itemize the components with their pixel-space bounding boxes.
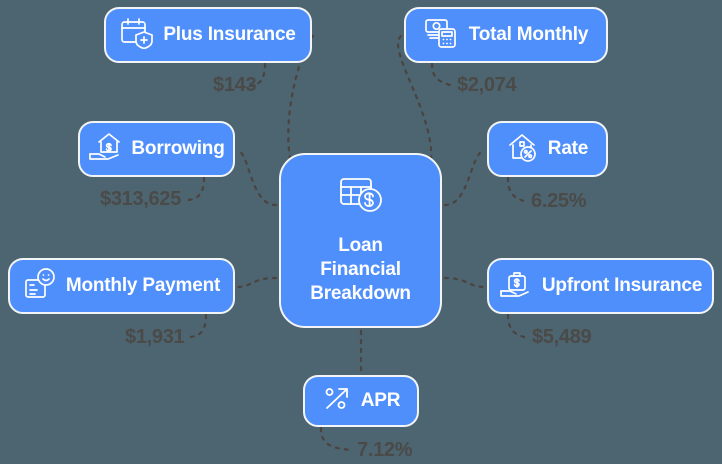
node-borrowing-label: Borrowing [131, 138, 225, 160]
house-percent-icon [507, 131, 539, 168]
node-monthly-payment-label: Monthly Payment [65, 275, 221, 297]
connector-center-upfront-insurance [443, 276, 487, 289]
value-monthly-payment: $1,931 [125, 326, 185, 348]
spreadsheet-dollar-icon [338, 175, 384, 220]
node-borrowing[interactable]: Borrowing [78, 121, 235, 177]
node-monthly-payment[interactable]: Monthly Payment [8, 258, 235, 314]
node-upfront-insurance[interactable]: Upfront Insurance [487, 258, 714, 314]
percent-arrow-up-icon [322, 384, 352, 419]
hand-house-dollar-icon [88, 131, 122, 168]
node-upfront-insurance-label: Upfront Insurance [541, 275, 703, 297]
leader-upfront-insurance [506, 313, 529, 340]
value-borrowing: $313,625 [100, 188, 182, 210]
value-total-monthly: $2,074 [457, 74, 517, 96]
leader-apr [319, 426, 353, 452]
node-plus-insurance[interactable]: Plus Insurance [104, 7, 312, 63]
value-apr: 7.12% [357, 439, 413, 461]
value-plus-insurance: $143 [213, 74, 257, 96]
node-rate-label: Rate [547, 138, 589, 160]
node-total-monthly[interactable]: Total Monthly [404, 7, 608, 63]
leader-rate [506, 176, 528, 204]
connector-center-monthly-payment [235, 276, 278, 289]
calendar-shield-plus-icon [120, 17, 154, 54]
value-rate: 6.25% [531, 190, 587, 212]
leader-total-monthly [430, 62, 454, 88]
banknote-calculator-icon [424, 17, 460, 54]
node-plus-insurance-label: Plus Insurance [163, 24, 296, 46]
node-apr-label: APR [360, 390, 401, 412]
leader-borrowing [184, 176, 206, 202]
node-apr[interactable]: APR [303, 375, 419, 427]
invoice-smiley-icon [23, 267, 57, 305]
node-total-monthly-label: Total Monthly [468, 24, 589, 46]
node-rate[interactable]: Rate [487, 121, 608, 177]
connector-center-rate [443, 148, 487, 207]
connector-center-borrowing [235, 148, 278, 207]
value-upfront-insurance: $5,489 [532, 326, 592, 348]
hand-briefcase-dollar-icon [499, 268, 533, 305]
leader-monthly-payment [186, 313, 208, 339]
